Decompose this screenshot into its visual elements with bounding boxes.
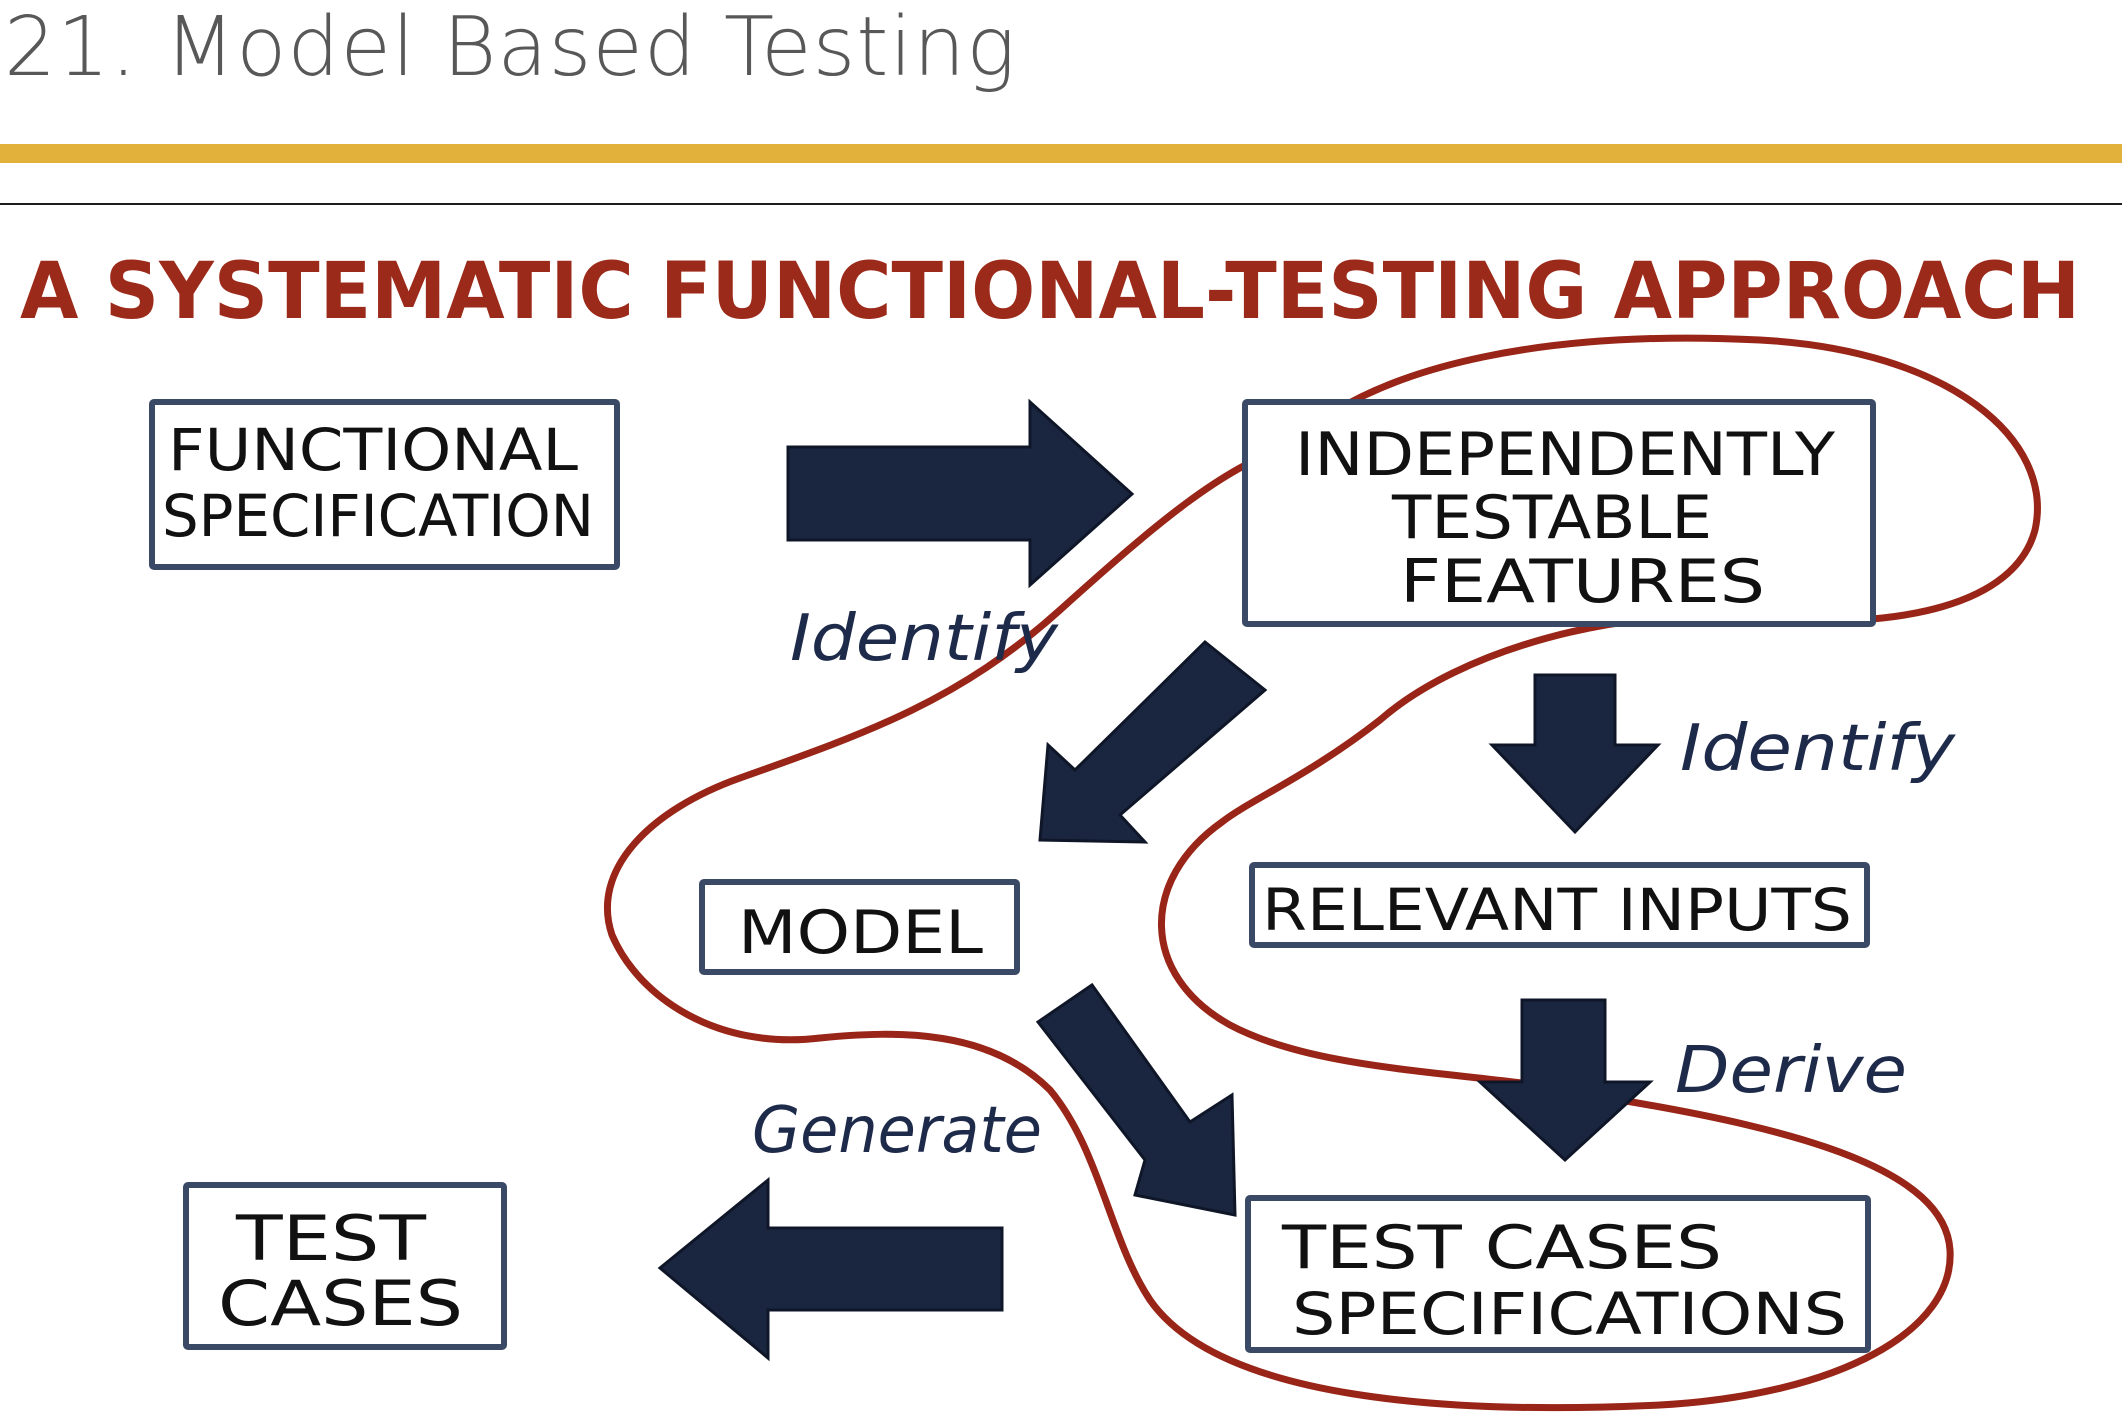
arrow-down-icon — [1488, 673, 1662, 835]
verb-generate: Generate — [752, 1094, 1042, 1168]
test-cases-line-1: TEST — [235, 1202, 428, 1275]
verb-identify-inputs: Identify — [1680, 712, 1956, 786]
diagram-heading: A SYSTEMATIC FUNCTIONAL-TESTING APPROACH — [20, 247, 2080, 337]
verb-derive: Derive — [1675, 1034, 1907, 1108]
itf-line-2: TESTABLE — [1391, 483, 1712, 553]
box-test-cases: TEST CASES — [183, 1182, 507, 1350]
itf-line-1: INDEPENDENTLY — [1295, 420, 1835, 490]
arrow-left-icon — [657, 1176, 1004, 1362]
itf-line-3: FEATURES — [1400, 547, 1765, 617]
arrow-right-icon — [786, 398, 1135, 589]
highlight-loop-icon — [603, 334, 2041, 1412]
box-test-cases-specifications: TEST CASES SPECIFICATIONS — [1245, 1195, 1871, 1353]
functional-specification-line-2: SPECIFICATION — [162, 482, 594, 550]
title-underline-thin — [0, 203, 2122, 205]
relevant-inputs-label: RELEVANT INPUTS — [1262, 876, 1852, 944]
title-underline-gold — [0, 144, 2122, 163]
test-cases-line-2: CASES — [218, 1267, 463, 1340]
tcs-line-2: SPECIFICATIONS — [1292, 1280, 1847, 1348]
box-relevant-inputs: RELEVANT INPUTS — [1249, 862, 1870, 948]
arrow-down-left-icon — [1038, 639, 1268, 844]
arrow-down-right-icon — [1035, 982, 1237, 1217]
box-model: MODEL — [699, 879, 1020, 975]
model-label: MODEL — [738, 898, 984, 968]
functional-specification-line-1: FUNCTIONAL — [168, 416, 578, 484]
arrow-down-icon — [1476, 998, 1654, 1163]
verb-identify-features: Identify — [790, 602, 1059, 676]
page-title: 21. Model Based Testing — [4, 0, 1017, 95]
tcs-line-1: TEST CASES — [1281, 1213, 1722, 1283]
box-functional-specification: FUNCTIONAL SPECIFICATION — [149, 399, 620, 570]
box-independently-testable-features: INDEPENDENTLY TESTABLE FEATURES — [1242, 399, 1876, 627]
